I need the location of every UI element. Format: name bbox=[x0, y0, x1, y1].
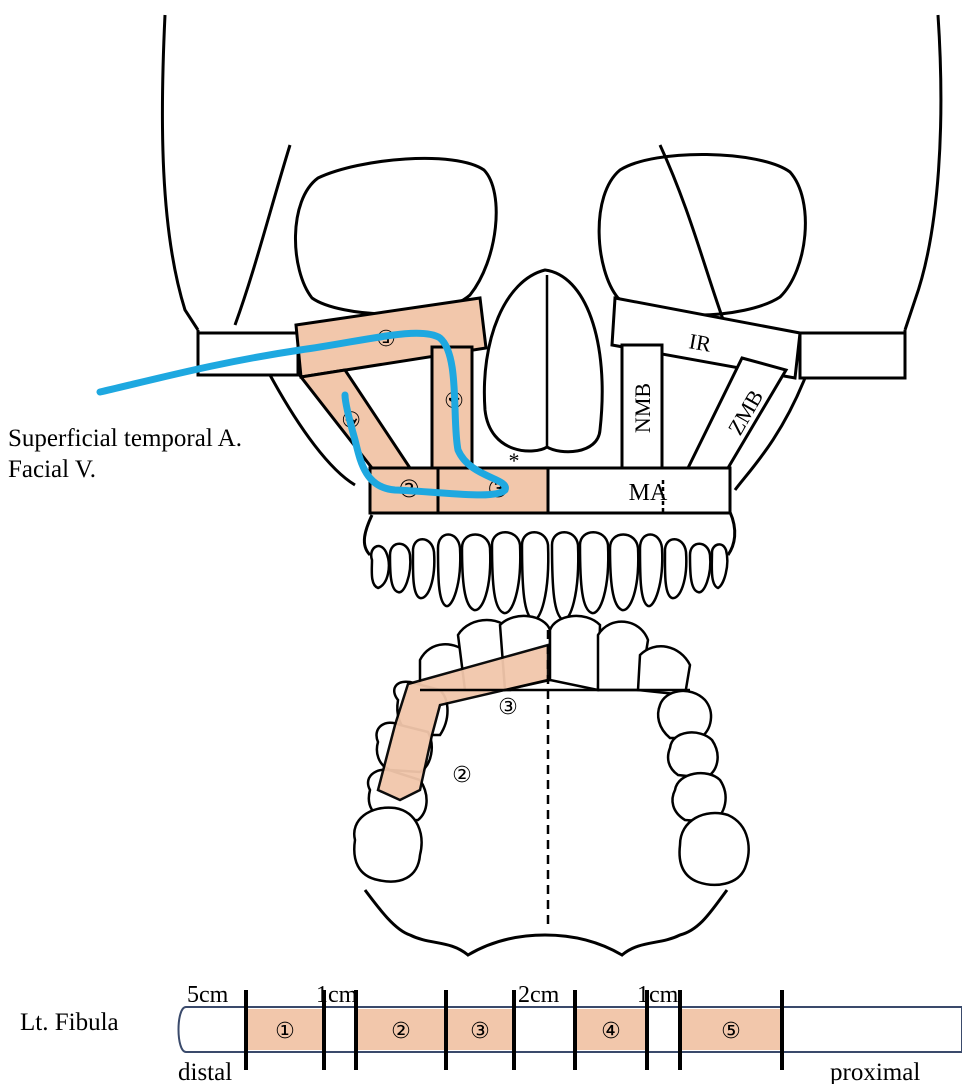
strut-ir-label: IR bbox=[687, 328, 713, 356]
front-teeth bbox=[371, 532, 727, 620]
vein-label: Facial V. bbox=[8, 456, 96, 483]
fibula-label-5: ⑤ bbox=[721, 1019, 741, 1044]
fibula-diagram: Lt. Fibula 5cm 1cm 2cm 1cm ① ② ③ ④ ⑤ dis… bbox=[20, 982, 962, 1084]
fibula-length-5cm: 5cm bbox=[187, 982, 229, 1008]
fibula-label-1: ① bbox=[275, 1019, 295, 1044]
fibula-length-1cm-a: 1cm bbox=[316, 982, 358, 1008]
left-orbit bbox=[295, 158, 496, 314]
right-zygoma-block bbox=[800, 333, 905, 378]
palate-label-2: ② bbox=[452, 763, 472, 788]
right-struts: IR NMB ZMB MA * bbox=[509, 298, 906, 513]
fibula-label-3: ③ bbox=[470, 1019, 490, 1044]
palate-label-3: ③ bbox=[498, 695, 518, 720]
fibula-label-2: ② bbox=[391, 1019, 411, 1044]
fibula-distal-label: distal bbox=[178, 1059, 232, 1084]
fibula-length-1cm-b: 1cm bbox=[637, 982, 679, 1008]
strut-ma-label: MA bbox=[629, 480, 668, 506]
fibula-length-2cm: 2cm bbox=[518, 982, 560, 1008]
nasal-aperture bbox=[484, 270, 602, 452]
fibula-proximal-label: proximal bbox=[830, 1059, 920, 1084]
fibula-label-4: ④ bbox=[601, 1019, 621, 1044]
artery-label: Superficial temporal A. bbox=[8, 425, 242, 452]
right-orbit bbox=[599, 154, 805, 315]
strut-nmb-label: NMB bbox=[630, 383, 655, 433]
fibula-name: Lt. Fibula bbox=[20, 1009, 119, 1036]
asterisk-marker: * bbox=[509, 448, 520, 473]
palate-view: ③ ② bbox=[354, 616, 748, 955]
